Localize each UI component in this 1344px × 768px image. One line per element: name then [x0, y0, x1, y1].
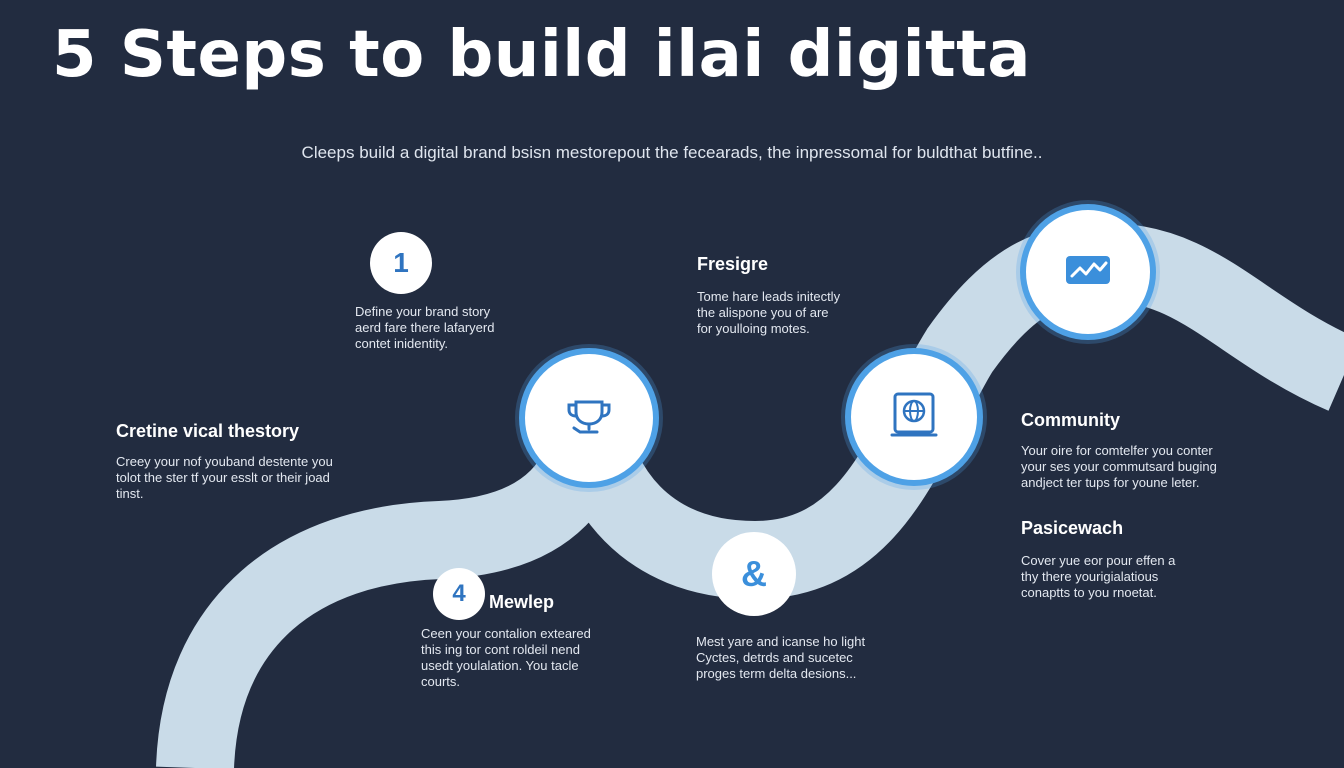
- step-4-line: usedt youlalation. You tacle: [421, 658, 579, 673]
- step-pasicewach-description: Cover yue eor pour effen a thy there you…: [1021, 553, 1175, 601]
- step-pasicewach-heading: Pasicewach: [1021, 518, 1124, 538]
- step-community-description: Your oire for comtelfer you conter your …: [1021, 443, 1217, 491]
- step-ampersand-description: Mest yare and icanse ho light Cyctes, de…: [696, 634, 865, 682]
- step-pasicewach-line: conaptts to you rnoetat.: [1021, 585, 1157, 600]
- step-community-heading: Community: [1021, 410, 1120, 430]
- page-subtitle: Cleeps build a digital brand bsisn mesto…: [301, 143, 1043, 162]
- step-story-text: Cretine vical thestory Creey your nof yo…: [116, 421, 333, 502]
- step-4-text: Ceen your contalion exteared this ing to…: [421, 626, 591, 690]
- line-chart-icon: [1064, 254, 1112, 291]
- step-fresigre-line: for youlloing motes.: [697, 321, 810, 336]
- globe-node: [845, 348, 983, 486]
- ampersand-node: &: [712, 532, 796, 616]
- step-fresigre-text: Fresigre Tome hare leads initectly the a…: [697, 254, 840, 337]
- step-pasicewach-text: Pasicewach Cover yue eor pour effen a th…: [1021, 518, 1175, 601]
- step-4-line: this ing tor cont roldeil nend: [421, 642, 580, 657]
- step-story-description: Creey your nof youband destente you tolo…: [116, 454, 333, 502]
- step-story-line: tinst.: [116, 486, 144, 501]
- step-fresigre-line: the alispone you of are: [697, 305, 829, 320]
- step-4-badge: 4: [433, 568, 485, 620]
- page-title: 5 Steps to build ilai digitta: [52, 18, 1031, 92]
- step-story-heading: Cretine vical thestory: [116, 421, 300, 441]
- step-story-line: Creey your nof youband destente you: [116, 454, 333, 469]
- step-4-line: courts.: [421, 674, 461, 689]
- step-community-text: Community Your oire for comtelfer you co…: [1021, 410, 1217, 491]
- step-1-description: Define your brand story aerd fare there …: [355, 304, 494, 352]
- step-fresigre-line: Tome hare leads initectly: [697, 289, 841, 304]
- trophy-node: [519, 348, 659, 488]
- step-community-line: Your oire for comtelfer you conter: [1021, 443, 1213, 458]
- step-ampersand-line: Cyctes, detrds and sucetec: [696, 650, 853, 665]
- step-fresigre-heading: Fresigre: [697, 254, 769, 274]
- step-ampersand-text: Mest yare and icanse ho light Cyctes, de…: [696, 634, 865, 682]
- trophy-icon: [564, 396, 614, 441]
- globe-tablet-icon: [889, 390, 939, 445]
- step-1-number: 1: [393, 247, 409, 278]
- ampersand-icon: &: [741, 553, 767, 594]
- step-ampersand-line: Mest yare and icanse ho light: [696, 634, 866, 649]
- step-ampersand-line: proges term delta desions...: [696, 666, 857, 681]
- step-community-line: andject ter tups for youne leter.: [1021, 475, 1200, 490]
- step-community-line: your ses your commutsard buging: [1021, 459, 1217, 474]
- step-pasicewach-line: Cover yue eor pour effen a: [1021, 553, 1176, 568]
- step-1-line: contet inidentity.: [355, 336, 448, 351]
- step-pasicewach-line: thy there yourigialatious: [1021, 569, 1159, 584]
- step-1-line: aerd fare there lafaryerd: [355, 320, 495, 335]
- step-1-line: Define your brand story: [355, 304, 491, 319]
- step-4-number: 4: [452, 580, 466, 607]
- step-4-line: Ceen your contalion exteared: [421, 626, 591, 641]
- step-1-badge: 1: [370, 232, 432, 294]
- step-story-line: tolot the ster tf your esslt or their jo…: [116, 470, 330, 485]
- step-fresigre-description: Tome hare leads initectly the alispone y…: [697, 289, 840, 337]
- chart-node: [1020, 204, 1156, 340]
- step-4-description: Ceen your contalion exteared this ing to…: [421, 626, 591, 690]
- step-4-heading: Mewlep: [489, 592, 555, 612]
- step-1-text: Define your brand story aerd fare there …: [355, 304, 494, 352]
